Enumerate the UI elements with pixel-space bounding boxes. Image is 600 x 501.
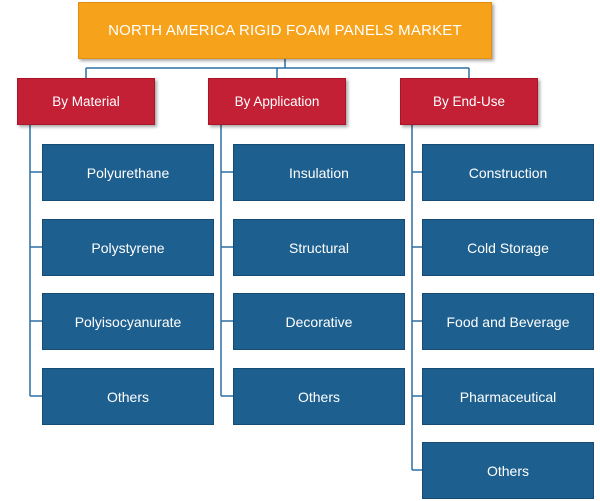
market-title: NORTH AMERICA RIGID FOAM PANELS MARKET	[78, 2, 492, 59]
application-item-decorative: Decorative	[233, 293, 405, 350]
end-use-item-construction: Construction	[422, 144, 594, 201]
end-use-item-others: Others	[422, 442, 594, 499]
application-item-structural: Structural	[233, 219, 405, 276]
end-use-item-food-and-beverage: Food and Beverage	[422, 293, 594, 350]
end-use-item-cold-storage: Cold Storage	[422, 219, 594, 276]
material-item-polyisocyanurate: Polyisocyanurate	[42, 293, 214, 350]
material-item-others: Others	[42, 368, 214, 425]
material-item-polyurethane: Polyurethane	[42, 144, 214, 201]
category-by-material: By Material	[17, 78, 155, 125]
end-use-item-pharmaceutical: Pharmaceutical	[422, 368, 594, 425]
material-item-polystyrene: Polystyrene	[42, 219, 214, 276]
category-by-end-use: By End-Use	[400, 78, 538, 125]
application-item-others: Others	[233, 368, 405, 425]
application-item-insulation: Insulation	[233, 144, 405, 201]
category-by-application: By Application	[208, 78, 346, 125]
